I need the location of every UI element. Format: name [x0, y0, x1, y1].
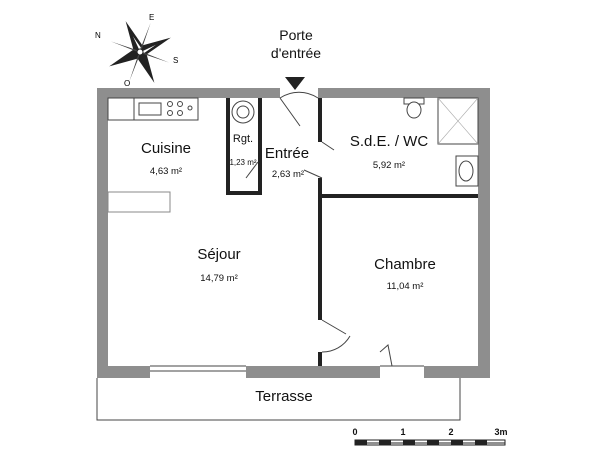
room-name-sde-wc: S.d.E. / WC: [349, 133, 429, 150]
room-name-sejour: Séjour: [197, 246, 241, 263]
entrance-label-line1: Porte: [279, 27, 313, 43]
room-name-entree: Entrée: [264, 145, 310, 162]
entrance-arrow-icon: [285, 77, 305, 90]
terrace-label: Terrasse: [255, 388, 313, 405]
bathroom-fixtures: [403, 97, 479, 187]
entrance-label-line2: d'entrée: [270, 45, 322, 61]
room-area-cuisine: 4,63 m²: [149, 166, 183, 177]
room-area-rangement: 1,23 m²: [229, 158, 257, 167]
room-name-rangement: Rgt.: [232, 133, 254, 145]
scale-bar: [354, 439, 506, 446]
terrace-outline: [96, 378, 461, 421]
room-name-chambre: Chambre: [374, 256, 436, 273]
room-name-cuisine: Cuisine: [140, 140, 192, 157]
scale-tick-0: 0: [352, 427, 358, 437]
water-heater-icon: [231, 100, 255, 124]
scale-tick-3m: 3m: [494, 427, 508, 437]
scale-tick-1: 1: [400, 427, 406, 437]
compass-rose-icon: [109, 21, 171, 83]
front-door: [279, 91, 319, 127]
room-area-entree: 2,63 m²: [271, 169, 305, 180]
compass-o-label: O: [124, 79, 130, 88]
room-area-sde-wc: 5,92 m²: [372, 160, 406, 171]
walls: [97, 88, 490, 378]
room-area-chambre: 11,04 m²: [386, 281, 424, 292]
compass-s-label: S: [173, 56, 178, 65]
scale-tick-2: 2: [448, 427, 454, 437]
chambre-door: [321, 319, 351, 353]
compass-e-label: E: [149, 13, 154, 22]
compass-n-label: N: [95, 31, 101, 40]
kitchen-counter: [107, 97, 199, 213]
room-area-sejour: 14,79 m²: [200, 273, 238, 284]
